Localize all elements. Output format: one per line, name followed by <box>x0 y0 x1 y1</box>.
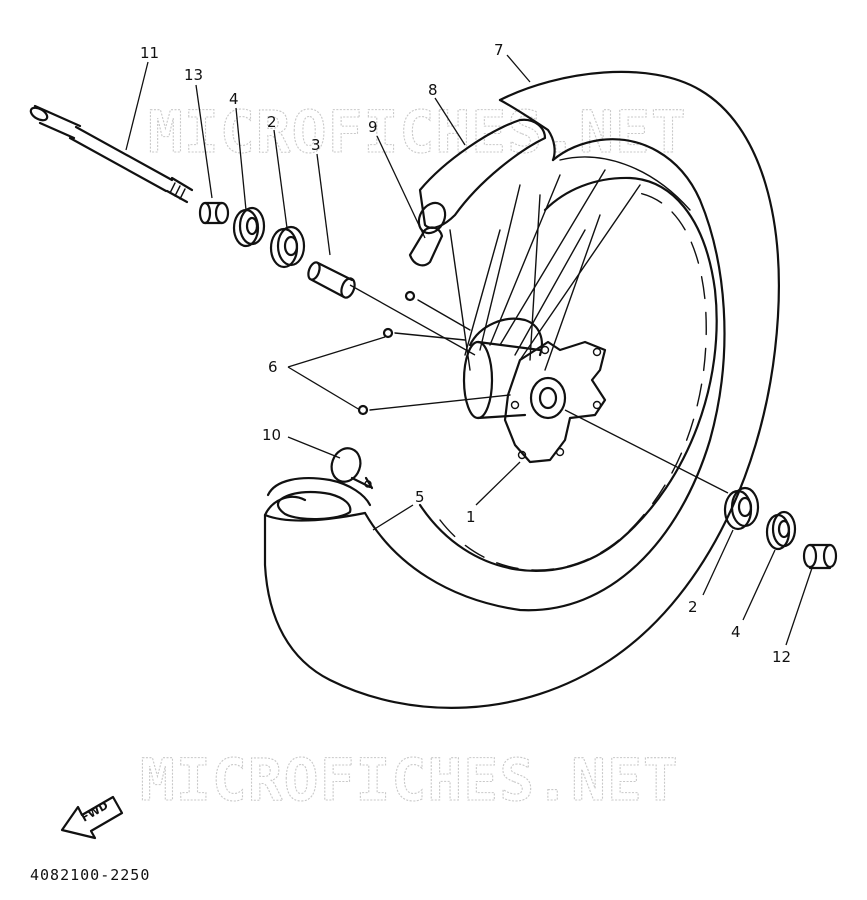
valve-cap <box>408 226 444 267</box>
callout-1: 1 <box>466 508 476 526</box>
bearing-left <box>269 225 306 269</box>
tube-valve <box>330 447 374 490</box>
leader-lines <box>125 54 813 646</box>
oil-seal-right <box>765 510 797 551</box>
axle-line-left <box>349 284 476 356</box>
callout-5: 5 <box>415 488 425 506</box>
spoke-nipples <box>357 290 416 416</box>
callout-4-right: 4 <box>731 623 741 641</box>
oil-seal-left <box>232 206 266 248</box>
callout-10: 10 <box>262 426 281 444</box>
fwd-arrow-icon: FWD <box>60 795 124 840</box>
axle-line-right <box>564 409 729 494</box>
callout-9: 9 <box>368 118 378 136</box>
spacer <box>307 261 356 299</box>
callout-8: 8 <box>428 81 438 99</box>
collar <box>198 201 230 225</box>
hub <box>462 317 607 464</box>
callout-6: 6 <box>268 358 278 376</box>
diagram-code: 4082100-2250 <box>30 866 150 884</box>
tire <box>263 70 780 709</box>
inner-tube <box>266 477 372 521</box>
callout-2-right: 2 <box>688 598 698 616</box>
spokes <box>369 169 641 411</box>
watermark-top: MICROFICHES.NET <box>148 98 687 166</box>
callout-3: 3 <box>311 136 321 154</box>
callout-4-left: 4 <box>229 90 239 108</box>
axle <box>29 104 194 204</box>
fwd-label: FWD <box>79 799 110 825</box>
callout-12: 12 <box>772 648 791 666</box>
callout-11: 11 <box>140 44 159 62</box>
collar-right <box>802 543 838 570</box>
bearing-right <box>723 486 760 531</box>
callout-2-left: 2 <box>267 113 277 131</box>
callout-13: 13 <box>184 66 203 84</box>
watermark-bottom: MICROFICHES.NET <box>140 746 679 814</box>
callout-7: 7 <box>494 41 504 59</box>
rim <box>418 156 718 572</box>
